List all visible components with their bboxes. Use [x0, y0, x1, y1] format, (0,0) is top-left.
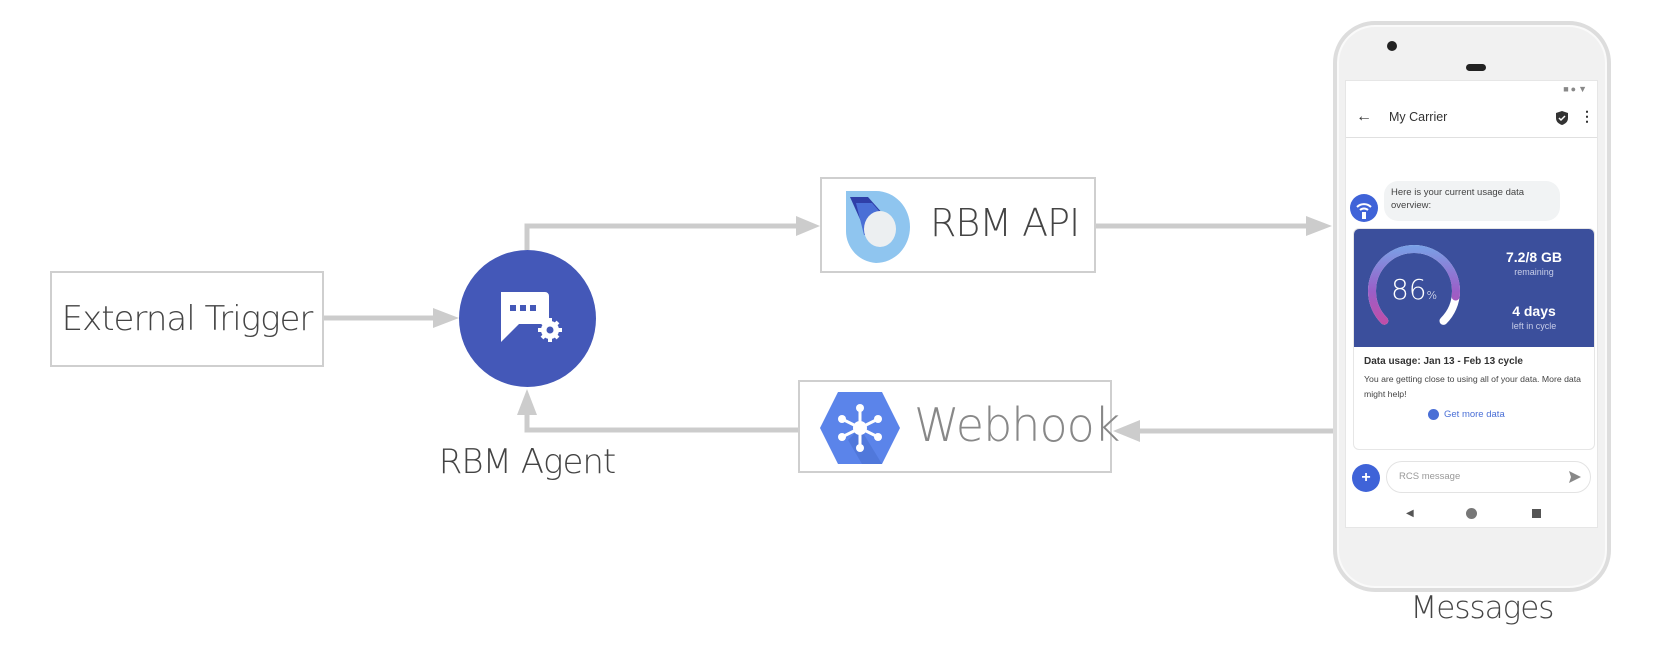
gauge-unit: %	[1426, 289, 1438, 302]
webhook-label: Webhook	[914, 398, 1120, 452]
speaker-icon	[1466, 64, 1486, 71]
days-left: 4 days	[1512, 303, 1556, 319]
get-more-data-button[interactable]: Get more data	[1428, 409, 1505, 420]
usage-card-media: 86% 7.2/8 GB remaining 4 days left in cy…	[1354, 229, 1594, 347]
message-bubble: Here is your current usage data overview…	[1384, 181, 1560, 221]
rbm-api-node: RBM API	[820, 177, 1096, 273]
arrow-agent-to-api	[524, 223, 800, 250]
toolbar-divider	[1346, 137, 1597, 138]
nav-recents-icon[interactable]	[1532, 509, 1541, 518]
send-icon[interactable]	[1568, 470, 1582, 484]
gauge-label: 86%	[1378, 273, 1450, 306]
more-menu-icon[interactable]: ⋮	[1580, 108, 1594, 124]
days-caption: left in cycle	[1511, 321, 1557, 331]
status-icons: ■●▼	[1563, 84, 1589, 94]
rbm-api-label: RBM API	[930, 201, 1080, 245]
back-arrow-icon[interactable]: ←	[1356, 108, 1372, 125]
phone-screen: ■●▼ ← My Carrier ⋮ Here is your current …	[1345, 80, 1598, 528]
gauge-value: 86	[1390, 273, 1427, 306]
message-input-placeholder: RCS message	[1399, 471, 1461, 482]
carrier-avatar	[1350, 194, 1378, 222]
card-title: Data usage: Jan 13 - Feb 13 cycle	[1364, 356, 1523, 367]
chat-gear-icon	[501, 292, 562, 342]
get-more-data-label: Get more data	[1444, 409, 1505, 420]
messages-label: Messages	[1410, 590, 1555, 626]
nav-back-icon[interactable]: ◀	[1406, 508, 1414, 519]
message-input[interactable]: RCS message	[1386, 461, 1591, 493]
external-trigger-node: External Trigger	[50, 271, 324, 367]
rich-card: 86% 7.2/8 GB remaining 4 days left in cy…	[1353, 228, 1595, 450]
usage-gauge	[1368, 245, 1460, 337]
rbm-api-logo-icon	[845, 191, 910, 263]
nav-home-icon[interactable]	[1466, 508, 1477, 519]
data-caption: remaining	[1514, 267, 1554, 277]
rbm-agent-label: RBM Agent	[438, 442, 617, 482]
external-trigger-label: External Trigger	[61, 299, 314, 339]
card-description: You are getting close to using all of yo…	[1364, 374, 1582, 399]
conversation-title: My Carrier	[1389, 110, 1448, 124]
verified-shield-icon[interactable]	[1555, 110, 1569, 126]
globe-icon	[1428, 409, 1439, 420]
webhook-node: Webhook	[798, 380, 1120, 473]
data-amount: 7.2/8 GB	[1505, 249, 1563, 265]
add-attachment-button[interactable]: +	[1352, 464, 1380, 492]
webhook-hexagon-icon	[820, 392, 900, 464]
wifi-icon	[1356, 203, 1372, 219]
camera-icon	[1387, 41, 1397, 51]
arrow-webhook-to-agent	[524, 410, 798, 433]
rbm-agent-node	[459, 250, 596, 387]
